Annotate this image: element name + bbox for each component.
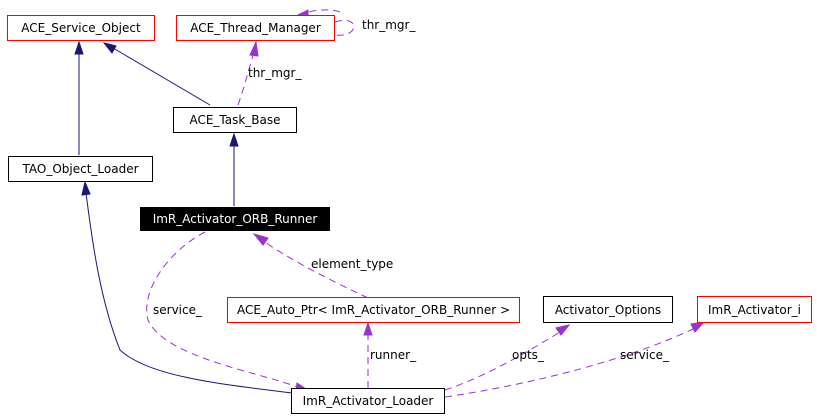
label-runner: runner_ bbox=[370, 348, 417, 362]
edge-tao-object-loader-to-ace-service-object bbox=[74, 40, 84, 155]
class-node-activator-options[interactable]: Activator_Options bbox=[543, 296, 673, 323]
label-element-type: element_type bbox=[311, 257, 393, 271]
edge-loader-to-auto-ptr-runner bbox=[363, 321, 373, 388]
class-node-imr-activator-orb-runner[interactable]: ImR_Activator_ORB_Runner bbox=[140, 207, 330, 231]
class-node-ace-thread-manager[interactable]: ACE_Thread_Manager bbox=[176, 15, 335, 41]
class-node-label: TAO_Object_Loader bbox=[22, 162, 139, 176]
class-node-label: ACE_Task_Base bbox=[189, 113, 281, 127]
label-service-runner: service_ bbox=[153, 303, 203, 317]
label-opts: opts_ bbox=[512, 348, 545, 362]
edge-task-base-to-thread-manager bbox=[237, 40, 259, 106]
edge-loader-to-imr-activator-i bbox=[444, 321, 706, 398]
edge-auto-ptr-to-orb-runner bbox=[252, 233, 369, 299]
label-thr-mgr-self: thr_mgr_ bbox=[362, 18, 416, 32]
class-node-label: ACE_Thread_Manager bbox=[190, 21, 321, 35]
class-node-label: Activator_Options bbox=[554, 302, 662, 317]
class-node-label: ImR_Activator_i bbox=[708, 302, 801, 317]
class-node-label: ACE_Service_Object bbox=[21, 21, 141, 35]
class-node-label: ImR_Activator_ORB_Runner bbox=[152, 212, 318, 226]
edge-ace-task-base-to-ace-service-object bbox=[102, 42, 211, 106]
label-thr-mgr-task-base: thr_mgr_ bbox=[248, 66, 302, 80]
edge-imr-activator-loader-to-tao-object-loader bbox=[81, 180, 293, 394]
edge-orb-runner-to-ace-task-base bbox=[229, 132, 239, 206]
class-node-tao-object-loader[interactable]: TAO_Object_Loader bbox=[8, 156, 153, 182]
class-node-label: ACE_Auto_Ptr< ImR_Activator_ORB_Runner > bbox=[236, 303, 511, 317]
class-node-label: ImR_Activator_Loader bbox=[302, 394, 434, 408]
label-service-activator: service_ bbox=[620, 348, 670, 362]
class-node-imr-activator-loader[interactable]: ImR_Activator_Loader bbox=[291, 388, 445, 414]
edge-loader-to-activator-options bbox=[444, 324, 571, 391]
class-node-imr-activator-i[interactable]: ImR_Activator_i bbox=[697, 296, 812, 323]
class-node-ace-task-base[interactable]: ACE_Task_Base bbox=[173, 107, 297, 133]
class-node-ace-service-object[interactable]: ACE_Service_Object bbox=[7, 15, 155, 41]
class-node-ace-auto-ptr[interactable]: ACE_Auto_Ptr< ImR_Activator_ORB_Runner > bbox=[227, 297, 520, 323]
